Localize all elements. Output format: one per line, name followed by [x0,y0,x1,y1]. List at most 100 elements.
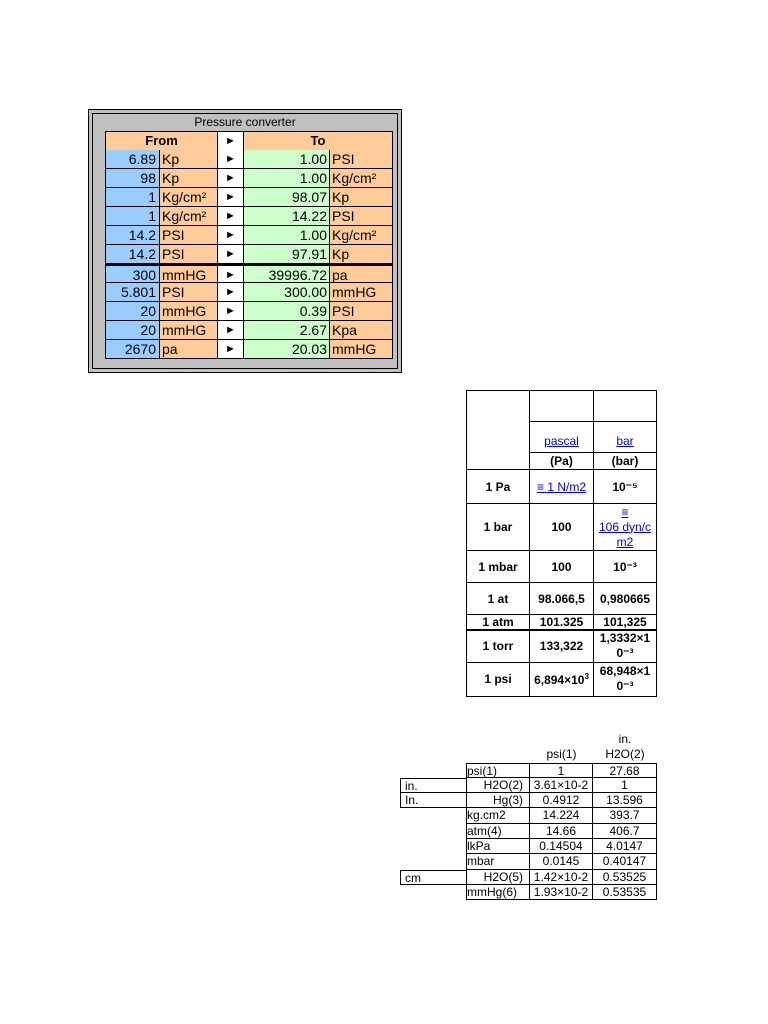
dyn-link-line3[interactable]: m2 [616,534,634,549]
from-unit[interactable]: PSI [160,226,218,245]
psi-value: 3.61×10-2 [530,777,593,794]
from-value-input[interactable]: 300 [105,264,160,283]
psi-value: 14.224 [530,808,593,824]
pa-symbol: (Pa) [529,452,594,470]
row-prefix [400,763,466,778]
converter-row: 5.801 PSI ► 300.00 mmHG [105,283,393,302]
from-value-input[interactable]: 20 [105,302,160,321]
from-value-input[interactable]: 98 [105,169,160,188]
header-h2o-line2: H2O(2) [605,747,645,762]
units-empty-row [466,390,657,470]
bar-value: 10⁻⁵ [593,469,657,504]
arrow-icon: ► [218,283,244,302]
to-value: 98.07 [244,188,330,207]
arrow-icon: ► [218,340,244,359]
to-unit[interactable]: mmHG [330,283,393,302]
bar-value-cell: 1,3332×1 0⁻³ [593,629,657,663]
header-psi: psi(1) [546,747,577,762]
from-unit[interactable]: mmHG [160,302,218,321]
to-value: 1.00 [244,150,330,169]
unit-label: 1 atm [466,614,530,631]
pascal-link-cell: pascal [529,421,594,453]
unit-label: 1 psi [466,661,530,697]
from-unit[interactable]: Kp [160,150,218,169]
bar-value-line1: 68,948×1 [599,664,651,678]
to-unit[interactable]: PSI [330,150,393,169]
to-unit[interactable]: Kg/cm² [330,226,393,245]
bar-value-line2: 0⁻³ [616,646,634,661]
converter-grid: From ► To 6.89 Kp ► 1.00 PSI 98 Kp ► 1.0… [105,131,393,359]
units-row: 1 torr 133,322 1,3332×1 0⁻³ [466,629,657,663]
arrow-icon: ► [218,150,244,169]
arrow-icon: ► [218,169,244,188]
row-unit: lkPa [466,839,530,855]
row-unit: Hg(3) [466,793,530,809]
from-unit[interactable]: PSI [160,283,218,302]
converter-row: 98 Kp ► 1.00 Kg/cm² [105,169,393,188]
converter-row: 300 mmHG ► 39996.72 pa [105,264,393,283]
bar-value: 0,980665 [593,582,657,615]
row-prefix [400,824,466,839]
to-unit[interactable]: Kp [330,245,393,264]
to-unit[interactable]: Kg/cm² [330,169,393,188]
header-from: From [105,131,218,151]
arrow-icon: ► [218,321,244,340]
from-value-input[interactable]: 20 [105,321,160,340]
arrow-icon: ► [218,302,244,321]
n-per-m2-link[interactable]: ≡ 1 N/m2 [536,479,586,494]
pa-value-cell: ≡ 1 N/m2 [529,469,594,504]
converter-header-row: From ► To [105,131,393,151]
bar-value-line1: 1,3332×1 [599,631,651,646]
to-unit[interactable]: pa [330,264,393,283]
from-unit[interactable]: Kg/cm² [160,188,218,207]
row-prefix [400,808,466,823]
pressure-converter-frame: Pressure converter From ► To 6.89 Kp ► 1… [92,113,398,369]
psi-value: 14.66 [530,823,593,840]
from-value-input[interactable]: 14.2 [105,226,160,245]
to-unit[interactable]: Kp [330,188,393,207]
pascal-link[interactable]: pascal [544,434,579,448]
bar-symbol: (bar) [593,452,657,470]
h2o-value: 0.40147 [593,854,657,870]
pa-value: 101.325 [529,614,594,631]
unit-label: 1 bar [466,503,530,551]
h2o-value: 393.7 [593,808,657,824]
converter-row: 1 Kg/cm² ► 14.22 PSI [105,207,393,226]
pa-value: 98.066,5 [529,582,594,615]
to-unit[interactable]: PSI [330,207,393,226]
units-row: 1 Pa ≡ 1 N/m2 10⁻⁵ [466,469,657,504]
to-unit[interactable]: mmHG [330,340,393,359]
from-value-input[interactable]: 2670 [105,340,160,359]
row-prefix [400,839,466,854]
unit-label: 1 torr [466,629,530,663]
row-unit: kg.cm2 [466,808,530,824]
from-value-input[interactable]: 1 [105,188,160,207]
units-row: 1 mbar 100 10⁻³ [466,550,657,583]
from-unit[interactable]: pa [160,340,218,359]
pressure-units-table: pascal bar (Pa) (bar) 1 Pa ≡ 1 N/m2 10⁻⁵… [466,390,657,697]
from-unit[interactable]: Kg/cm² [160,207,218,226]
bar-value-cell: 68,948×1 0⁻³ [593,661,657,697]
from-unit[interactable]: mmHG [160,264,218,283]
dyn-link-line2[interactable]: 106 dyn/c [598,519,652,534]
to-unit[interactable]: Kpa [330,321,393,340]
to-unit[interactable]: PSI [330,302,393,321]
h2o-value: 406.7 [593,823,657,840]
header-to: To [244,131,393,151]
from-value-input[interactable]: 5.801 [105,283,160,302]
from-value-input[interactable]: 14.2 [105,245,160,264]
from-value-input[interactable]: 6.89 [105,150,160,169]
arrow-icon: ► [218,226,244,245]
from-unit[interactable]: PSI [160,245,218,264]
units-row: 1 bar 100 ≡ 106 dyn/c m2 [466,503,657,551]
units-row: 1 atm 101.325 101,325 [466,614,657,631]
from-unit[interactable]: mmHG [160,321,218,340]
from-unit[interactable]: Kp [160,169,218,188]
bar-link[interactable]: bar [616,434,634,448]
to-value: 39996.72 [244,264,330,283]
dyn-link-line1[interactable]: ≡ [621,504,629,519]
row-prefix: in. [400,777,466,794]
psi-value: 0.4912 [530,793,593,809]
bar-value-line2: 0⁻³ [616,679,634,693]
from-value-input[interactable]: 1 [105,207,160,226]
